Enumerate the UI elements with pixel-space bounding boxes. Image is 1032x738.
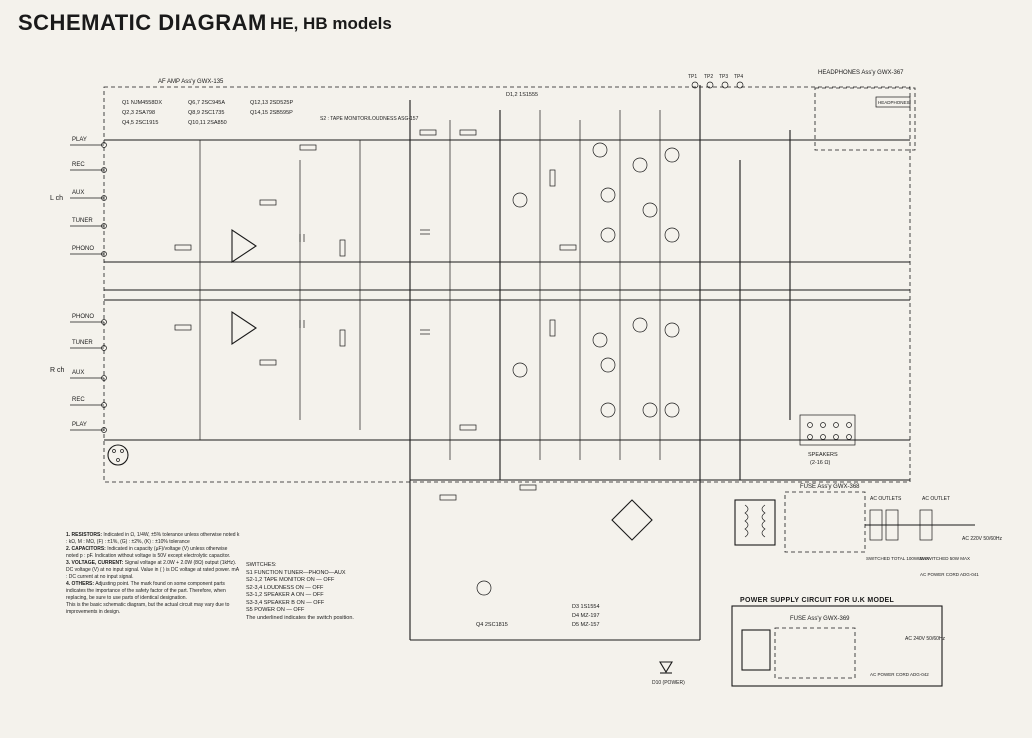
power-transformer-icon [734,499,776,546]
switched-label: SWITCHED TOTAL 100W MAX [866,556,929,561]
page-subtitle: HE, HB models [270,14,392,33]
switches-block: SWITCHES: S1 FUNCTION TUNER—PHONO—AUX S2… [246,562,406,622]
din-connector-icon [107,444,129,466]
page-title: SCHEMATIC DIAGRAM [18,10,267,35]
switch-s3-34: S3-3,4 SPEAKER B ON — OFF [246,599,325,606]
input-label-tuner-l: TUNER [72,218,93,224]
ac-power-cord-uk-label: AC POWER CORD ADG-042 [870,672,929,677]
transistor-q8: Q8,9 2SC1735 [188,110,224,116]
input-label-aux-r: AUX [72,370,84,376]
switch-s3-12: S3-1,2 SPEAKER A ON — OFF [246,592,324,598]
ac-outlets-label: AC OUTLETS [870,496,902,502]
ac-power-cord-label: AC POWER CORD ADG-041 [920,572,979,577]
fuse-assy-label: FUSE Ass'y GWX-368 [800,484,860,490]
input-label-play-r: PLAY [72,422,87,428]
transistor-q2: Q2,3 2SA798 [122,110,155,116]
af-amp-label: AF AMP Ass'y GWX-135 [158,79,224,85]
psu-uk-box [731,605,943,687]
tp3-label: TP3 [719,74,728,80]
test-points [691,81,744,89]
switch-s1: S1 FUNCTION TUNER—PHONO—AUX [246,569,346,576]
switches-heading: SWITCHES: [246,562,277,568]
switch-s2-12: S2-1,2 TAPE MONITOR ON — OFF [246,577,335,583]
input-label-phono-r: PHONO [72,314,94,320]
switch-note: The underlined indicates the switch posi… [246,614,354,621]
switch-s2-label: S2 : TAPE MONITOR/LOUDNESS ASG-157 [320,116,419,122]
fuse-assy-box [784,491,866,553]
transistor-q1: Q1 NJM4558DX [122,100,162,106]
unswitched-label: UNSWITCHED 50W MAX [918,556,970,561]
switch-s2-34: S2-3,4 LOUDNESS ON — OFF [246,584,324,591]
speakers-label: SPEAKERS [808,452,838,458]
ac-outlet-label: AC OUTLET [922,496,950,502]
switch-s5: S5 POWER ON — OFF [246,607,305,613]
tp4-label: TP4 [734,74,743,80]
psu-uk-fuse-label: FUSE Ass'y GWX-369 [790,616,850,622]
left-input-jacks [70,142,107,433]
diode-label: D1,2 1S1555 [506,92,538,98]
headphones-jack-label: HEADPHONES [878,100,910,105]
transistor-symbols [476,142,680,596]
q4-label: Q4 2SC1815 [476,622,508,628]
opamp-r-icon [231,310,257,346]
input-label-phono-l: PHONO [72,246,94,252]
transistor-q12: Q12,13 2SD525P [250,100,293,106]
speaker-terminals [799,414,856,446]
ac-220-label: AC 220V 50/60Hz [962,536,1003,542]
input-label-tuner-r: TUNER [72,340,93,346]
passive-components [174,129,577,501]
input-label-rec-r: REC [72,397,85,403]
transistor-q4: Q4,5 2SC1915 [122,120,158,126]
headphones-assy-label: HEADPHONES Ass'y GWX-367 [818,70,904,76]
power-led-label: D10 (POWER) [652,680,685,686]
opamp-l-icon [231,228,257,264]
tp1-label: TP1 [688,74,697,80]
ac-240-label: AC 240V 50/60Hz [905,636,946,642]
input-label-rec-l: REC [72,162,85,168]
tp2-label: TP2 [704,74,713,80]
diode-d5-label: D5 MZ-157 [572,622,600,628]
transistor-q10: Q10,11 2SA850 [188,120,227,126]
psu-uk-title: POWER SUPPLY CIRCUIT FOR U.K MODEL [740,597,895,604]
headphones-assy-box [814,87,916,151]
channel-label-l: L ch [50,195,63,202]
notes-block: 1. RESISTORS: Indicated in Ω, 1/4W, ±5% … [66,532,240,615]
channel-label-r: R ch [50,367,65,374]
bridge-rectifier-icon [611,499,653,541]
input-label-play-l: PLAY [72,137,87,143]
speakers-ohm-label: (2-16 Ω) [810,460,830,466]
diode-d3-label: D3 1S1554 [572,604,600,610]
input-label-aux-l: AUX [72,190,84,196]
transistor-q6: Q6,7 2SC945A [188,100,225,106]
af-amp-boundary [103,86,911,483]
diode-d4-label: D4 MZ-197 [572,613,600,619]
power-led-icon [659,661,673,674]
transistor-q14: Q14,15 2SB595P [250,110,293,116]
